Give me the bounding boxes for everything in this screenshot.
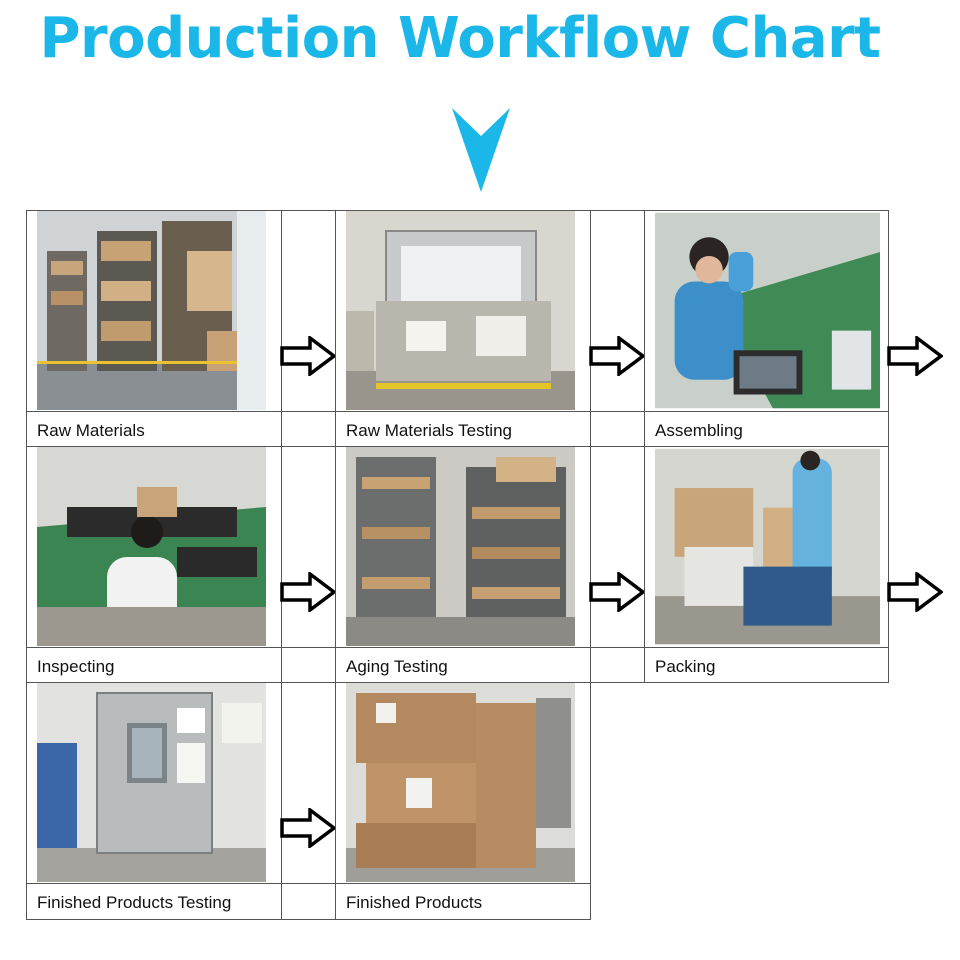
climate-chamber-photo — [37, 683, 266, 882]
step-inspecting: Inspecting — [26, 446, 282, 683]
step-label: Finished Products — [336, 883, 590, 919]
arrow-cell — [281, 446, 336, 683]
assembly-line-photo — [655, 212, 880, 409]
step-finished-products-testing: Finished Products Testing — [26, 682, 282, 920]
arrow-cell — [590, 210, 645, 447]
down-arrow-icon — [452, 108, 510, 192]
step-label: Finished Products Testing — [27, 883, 281, 919]
aging-racks-photo — [346, 447, 575, 646]
step-label: Assembling — [645, 411, 888, 447]
right-arrow-icon — [280, 808, 336, 848]
step-finished-products: Finished Products — [335, 682, 591, 920]
right-arrow-icon — [589, 336, 645, 376]
step-label: Raw Materials Testing — [336, 411, 590, 447]
right-arrow-icon — [280, 336, 336, 376]
arrow-cell — [281, 210, 336, 447]
step-label: Raw Materials — [27, 411, 281, 447]
testing-chamber-photo — [346, 211, 575, 410]
warehouse-shelves-photo — [37, 211, 266, 410]
packing-photo — [655, 448, 880, 645]
step-packing: Packing — [644, 446, 889, 683]
right-arrow-icon — [887, 572, 943, 612]
step-label: Packing — [645, 647, 888, 683]
right-arrow-icon — [887, 336, 943, 376]
arrow-cell — [590, 446, 645, 683]
step-aging-testing: Aging Testing — [335, 446, 591, 683]
boxed-products-photo — [346, 683, 575, 882]
step-raw-materials: Raw Materials — [26, 210, 282, 447]
step-raw-materials-testing: Raw Materials Testing — [335, 210, 591, 447]
chart-title: Production Workflow Chart — [39, 6, 881, 71]
step-assembling: Assembling — [644, 210, 889, 447]
inspection-photo — [37, 447, 266, 646]
step-label: Inspecting — [27, 647, 281, 683]
right-arrow-icon — [589, 572, 645, 612]
arrow-cell — [281, 682, 336, 920]
step-label: Aging Testing — [336, 647, 590, 683]
right-arrow-icon — [280, 572, 336, 612]
